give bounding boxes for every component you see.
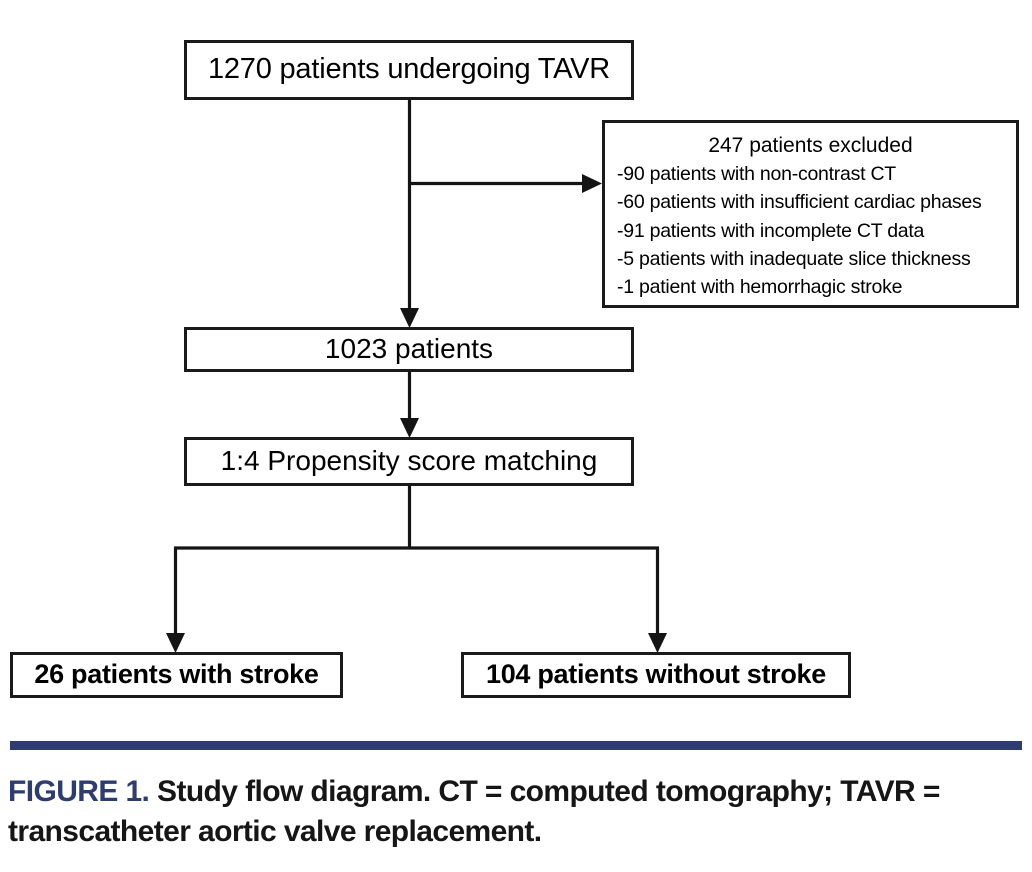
node-no-stroke-label: 104 patients without stroke (486, 659, 826, 690)
figure-caption-text: Study flow diagram. CT = computed tomogr… (8, 775, 940, 848)
node-enrolled-patients: 1270 patients undergoing TAVR (184, 40, 634, 100)
node-outcome-stroke: 26 patients with stroke (10, 652, 343, 698)
node-stroke-label: 26 patients with stroke (34, 659, 319, 690)
arrowhead-to-included (400, 308, 419, 328)
excluded-reason-item: -5 patients with inadequate slice thickn… (617, 247, 971, 270)
node-outcome-no-stroke: 104 patients without stroke (461, 652, 851, 698)
node-included-patients: 1023 patients (184, 327, 634, 372)
figure-caption: FIGURE 1. Study flow diagram. CT = compu… (8, 772, 1024, 852)
node-included-label: 1023 patients (324, 333, 494, 365)
arrowhead-to-matching (400, 418, 419, 438)
node-matching-label: 1:4 Propensity score matching (220, 445, 598, 477)
node-enrolled-label: 1270 patients undergoing TAVR (207, 53, 611, 86)
excluded-reason-item: -90 patients with non-contrast CT (617, 163, 896, 186)
excluded-reason-list: -90 patients with non-contrast CT -60 pa… (615, 160, 1006, 300)
arrowhead-to-no-stroke (648, 633, 667, 653)
arrowhead-to-excluded (582, 174, 602, 193)
figure-number-label: FIGURE 1. (8, 775, 150, 808)
caption-divider-rule (10, 741, 1022, 750)
excluded-reason-item: -60 patients with insufficient cardiac p… (617, 191, 982, 214)
excluded-title: 247 patients excluded (708, 134, 913, 157)
node-propensity-matching: 1:4 Propensity score matching (184, 437, 634, 486)
excluded-reason-item: -1 patient with hemorrhagic stroke (617, 275, 903, 298)
excluded-reason-item: -91 patients with incomplete CT data (617, 219, 925, 242)
node-excluded-patients: 247 patients excluded -90 patients with … (602, 120, 1019, 308)
arrowhead-to-stroke (166, 633, 185, 653)
